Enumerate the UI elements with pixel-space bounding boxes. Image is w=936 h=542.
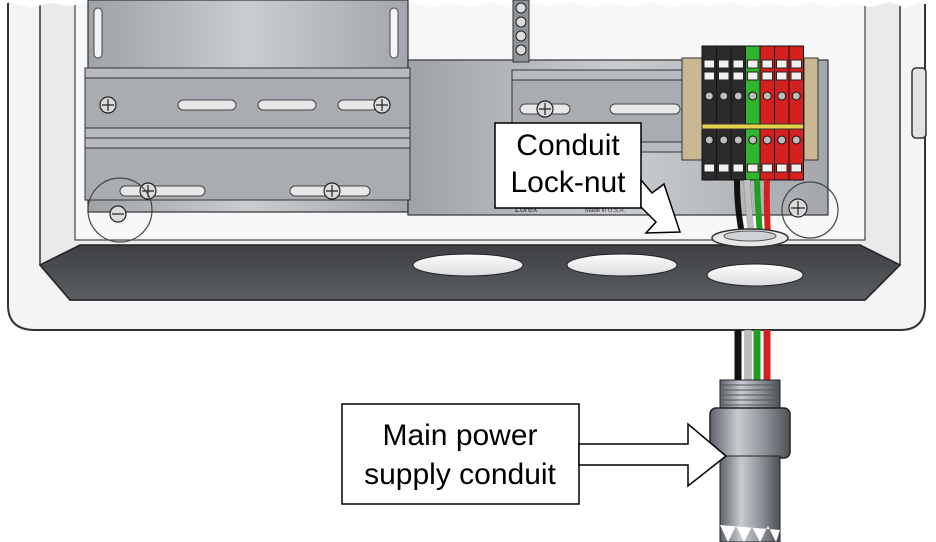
terminal-marker bbox=[703, 59, 715, 69]
terminal-marker bbox=[732, 163, 744, 173]
screw-icon bbox=[139, 182, 157, 200]
din-rail-lower bbox=[84, 137, 411, 201]
terminal-jumper-bar bbox=[701, 123, 804, 130]
terminal-marker bbox=[790, 163, 802, 173]
terminal-marker bbox=[761, 59, 773, 69]
enclosure-floor bbox=[38, 244, 902, 301]
knockout-hole bbox=[566, 253, 678, 277]
screw-icon bbox=[109, 205, 127, 223]
knockout-hole bbox=[706, 263, 804, 287]
terminal-marker bbox=[718, 59, 730, 69]
screw-icon bbox=[323, 182, 341, 200]
terminal-marker bbox=[790, 59, 802, 69]
conduit-label-line1: Main power bbox=[382, 419, 537, 452]
locknut-label-line1: Conduit bbox=[516, 129, 620, 162]
terminal-marker bbox=[718, 163, 730, 173]
terminal-marker bbox=[718, 71, 730, 81]
terminal-marker bbox=[732, 71, 744, 81]
terminal-marker bbox=[732, 59, 744, 69]
terminal-marker bbox=[790, 71, 802, 81]
terminal-block bbox=[681, 45, 819, 181]
external-wires bbox=[734, 330, 771, 388]
terminal-screw-icon bbox=[791, 135, 801, 145]
terminal-marker bbox=[776, 71, 788, 81]
conduit-locknut bbox=[711, 228, 789, 248]
screw-icon bbox=[536, 100, 554, 118]
mount-boss-left bbox=[87, 177, 153, 243]
terminal-screw-icon bbox=[762, 91, 772, 101]
terminal-marker bbox=[761, 71, 773, 81]
screw-icon bbox=[99, 96, 117, 114]
terminal-marker bbox=[703, 71, 715, 81]
terminal-screw-icon bbox=[733, 135, 743, 145]
terminal-screw-icon bbox=[748, 135, 758, 145]
screw-icon bbox=[788, 198, 808, 218]
conduit-label-line2: supply conduit bbox=[364, 458, 556, 491]
terminal-marker bbox=[761, 163, 773, 173]
terminal-marker bbox=[776, 163, 788, 173]
conduit-arrow bbox=[578, 422, 728, 488]
locknut-arrow bbox=[640, 177, 682, 234]
plate-brand-text: Lorex bbox=[515, 204, 538, 214]
locknut-label-line2: Lock-nut bbox=[510, 166, 626, 199]
terminal-screw-icon bbox=[748, 91, 758, 101]
locknut-callout: Conduit Lock-nut bbox=[494, 122, 682, 234]
terminal-marker bbox=[747, 71, 759, 81]
terminal-screw-icon bbox=[719, 135, 729, 145]
terminal-marker bbox=[747, 163, 759, 173]
terminal-screw-icon bbox=[704, 135, 714, 145]
din-rail-upper bbox=[84, 67, 411, 139]
terminal-screw-icon bbox=[704, 91, 714, 101]
conduit-callout: Main power supply conduit bbox=[341, 403, 728, 505]
terminal-marker bbox=[703, 163, 715, 173]
power-supply-conduit bbox=[709, 379, 791, 542]
terminal-marker bbox=[747, 59, 759, 69]
screw-icons bbox=[99, 96, 808, 223]
mount-boss-right bbox=[781, 181, 839, 239]
plate-made-in-text: Made in U.S.A. bbox=[585, 208, 626, 214]
terminal-screw-icon bbox=[777, 135, 787, 145]
terminal-screw-icon bbox=[733, 91, 743, 101]
terminal-screw-icon bbox=[719, 91, 729, 101]
terminal-screw-icon bbox=[791, 91, 801, 101]
terminal-marker bbox=[776, 59, 788, 69]
screw-icon bbox=[373, 96, 391, 114]
terminal-screw-icon bbox=[762, 135, 772, 145]
terminal-screw-icon bbox=[777, 91, 787, 101]
knockout-hole bbox=[412, 253, 524, 277]
ground-bar bbox=[512, 0, 530, 63]
